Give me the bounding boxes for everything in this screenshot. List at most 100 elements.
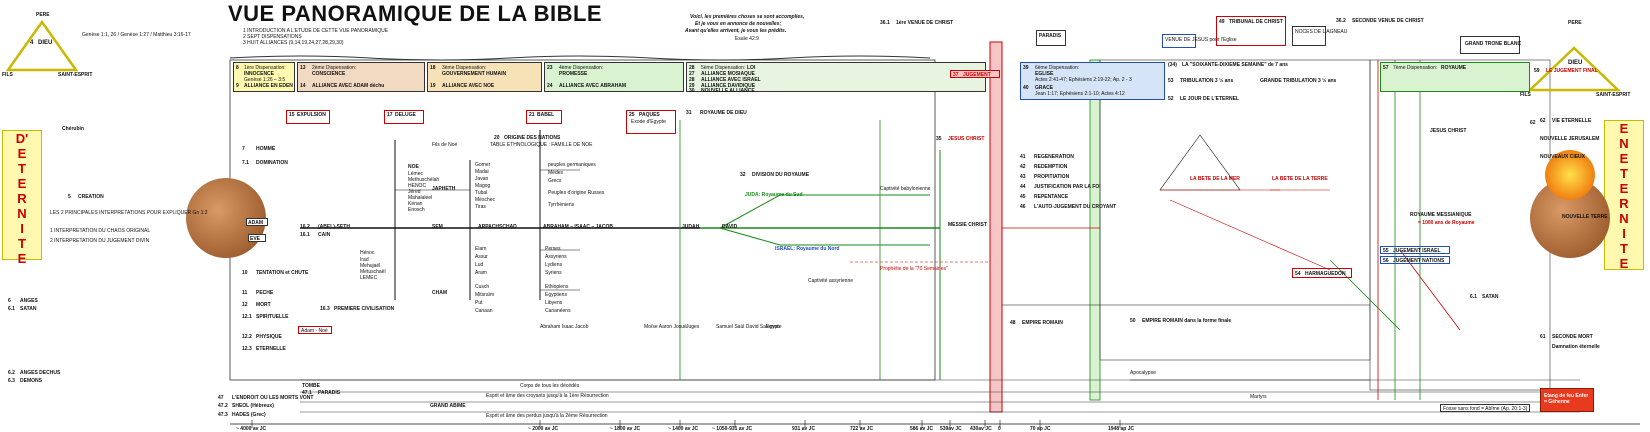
damnation-label: Damnation éternelle — [1552, 344, 1600, 350]
people-egypte: Egypte — [766, 324, 782, 330]
hades-label: HADES (Grec) — [232, 412, 266, 418]
trinity-left-num: 4 — [30, 40, 34, 46]
vie-eternelle-num: 62 — [1540, 118, 1546, 124]
seconde-mort-label: SECONDE MORT — [1552, 334, 1593, 340]
mort-label: MORT — [256, 302, 271, 308]
timeline-1050: ~ 1050-931 av JC — [712, 426, 753, 432]
david-label: DAVID — [722, 224, 738, 230]
dispensation-eglise: 39 6ème Dispensation: EGLISE Actes 2:41-… — [1020, 62, 1165, 100]
bete-mer-label: LA BETE DE LA MER — [1190, 176, 1240, 182]
grand-trone-box: GRAND TRONE BLANC — [1460, 36, 1521, 54]
jesus-num: 35 — [936, 136, 942, 142]
captivite-babyl: Captivité babylonienne — [880, 186, 931, 192]
sem-label: SEM — [432, 224, 443, 230]
premiere-civ-label: PREMIERE CIVILISATION — [334, 306, 395, 312]
timeline-722: 722 av JC — [850, 426, 874, 432]
nouvelle-jerusalem: NOUVELLE JERUSALEM — [1540, 136, 1600, 142]
timeline-1400: ~ 1400 av JC — [668, 426, 699, 432]
propitiation-label: PROPITIATION — [1034, 174, 1070, 180]
eternelle-label: ETERNELLE — [256, 346, 286, 352]
jour-eternel-num: 52 — [1168, 96, 1174, 102]
jour-eternel-label: LE JOUR DE L'ETERNEL — [1180, 96, 1239, 102]
paradis-bottom-label: PARADIS — [318, 390, 341, 396]
dispensation-gouvernement: 18 3ème Dispensation: GOUVERNEMENT HUMAI… — [427, 62, 542, 92]
japheth-label: JAPHETH — [432, 186, 456, 192]
anges-num: 6 — [8, 298, 11, 304]
judah-label: JUDAH — [682, 224, 700, 230]
endroit-label: L'ENDROIT OU LES MORTS VONT — [232, 395, 314, 401]
physique-label: PHYSIQUE — [256, 334, 282, 340]
venue-jesus-box: VENUE DE JESUS pour l'Eglise — [1162, 34, 1237, 48]
cain-num: 16.1 — [300, 232, 310, 238]
demons-label: DEMONS — [20, 378, 42, 384]
interp-1: 1 INTERPRETATION DU CHAOS ORIGINAL — [50, 228, 151, 234]
dispensation-royaume: 57 7ème Dispensation: ROYAUME — [1380, 62, 1530, 92]
homme-label: HOMME — [256, 146, 276, 152]
cham-label: CHAM — [432, 290, 447, 296]
quote-line-3: Avant qu'elles arrivent, je vous les pré… — [685, 28, 787, 34]
trinity-left-esprit: SAINT-ESPRIT — [58, 72, 93, 78]
tentation-num: 10 — [242, 270, 248, 276]
lauto-num: 46 — [1020, 204, 1026, 210]
creation-label: CREATION — [78, 194, 104, 200]
cain-label: CAIN — [318, 232, 331, 238]
sheol-num: 47.2 — [218, 403, 228, 409]
intro-item-1: 1 INTRODUCTION A L'ETUDE DE CETTE VUE PA… — [243, 28, 389, 34]
satan-num: 6.1 — [8, 306, 15, 312]
page-title: VUE PANORAMIQUE DE LA BIBLE — [228, 1, 603, 26]
abel-num: 16.2 — [300, 224, 310, 230]
venue1-label: 1ère VENUE DE CHRIST — [896, 20, 954, 26]
lauto-label: L'AUTO-JUGEMENT DU CROYANT — [1034, 204, 1117, 210]
fils-noe: Fils de Noé — [432, 142, 458, 148]
jugement-final-num: 59 — [1534, 68, 1540, 74]
interp-title: LES 2 PRINCIPALES INTERPRETATIONS POUR E… — [50, 210, 208, 216]
homme-num: 7 — [242, 146, 245, 152]
quote-line-2: Et je vous en annonce de nouvelles; — [695, 21, 782, 27]
dispensation-promesse: 23 4ème Dispensation: PROMESSE 24 ALLIAN… — [544, 62, 684, 92]
timeline-70: 70 ap JC — [1030, 426, 1051, 432]
interp-2: 2 INTERPRETATION DU JUGEMENT DIVIN — [50, 238, 150, 244]
satan-label: SATAN — [20, 306, 37, 312]
arpachschad-label: ARPACHSCHAD — [478, 224, 517, 230]
abel-label: (ABEL)-SETH — [318, 224, 350, 230]
grand-abime-label: GRAND ABIME — [430, 403, 466, 409]
dispensation-conscience: 13 2ème Dispensation: CONSCIENCE 14 ALLI… — [297, 62, 425, 92]
tribulation-num: 53 — [1168, 78, 1174, 84]
etang-box: Etang de feu Enfer = Géhenne — [1540, 388, 1594, 412]
adam-noe-box: Adam - Noé — [298, 326, 332, 334]
empire-label: EMPIRE ROMAIN — [1022, 320, 1063, 326]
quote-ref: Esaïe 42:9 — [735, 36, 759, 42]
intro-item-2: 2 SEPT DISPENSATIONS — [243, 34, 302, 40]
timeline-0: 0 — [998, 426, 1001, 432]
trinity-right-fils: FILS — [1520, 92, 1531, 98]
redemption-num: 42 — [1020, 164, 1026, 170]
repentance-label: REPENTANCE — [1034, 194, 1069, 200]
intro-item-3: 3 HUIT ALLIANCES (9,14,19,24,27,28,29,30… — [243, 40, 344, 46]
adam-box: ADAM — [246, 218, 268, 226]
trinity-left-fils: FILS — [2, 72, 13, 78]
regeneration-label: REGENERATION — [1034, 154, 1074, 160]
trinity-right-dieu: DIEU — [1568, 60, 1583, 66]
domination-num: 7.1 — [242, 160, 249, 166]
trinity-left-dieu: DIEU — [38, 40, 53, 46]
spirituelle-num: 12.1 — [242, 314, 252, 320]
venue1-num: 36.1 — [880, 20, 890, 26]
eve-box: EVE — [248, 234, 266, 242]
royaume-messianique-label: ROYAUME MESSIANIQUE — [1410, 212, 1472, 218]
seconde-mort-num: 61 — [1540, 334, 1546, 340]
division-num: 32 — [740, 172, 746, 178]
cherubin-label: Chérubin — [62, 126, 84, 132]
justification-label: JUSTIFICATION PAR LA FOI — [1034, 184, 1101, 190]
judgment-box: 37 JUGEMENT — [950, 70, 1000, 78]
eternelle-num: 12.3 — [242, 346, 252, 352]
royaume-dieu-num: 31 — [686, 110, 692, 116]
israel-label: ISRAEL: Royaume du Nord — [775, 246, 840, 252]
nouveaux-cieux: NOUVEAUX CIEUX — [1540, 154, 1586, 160]
